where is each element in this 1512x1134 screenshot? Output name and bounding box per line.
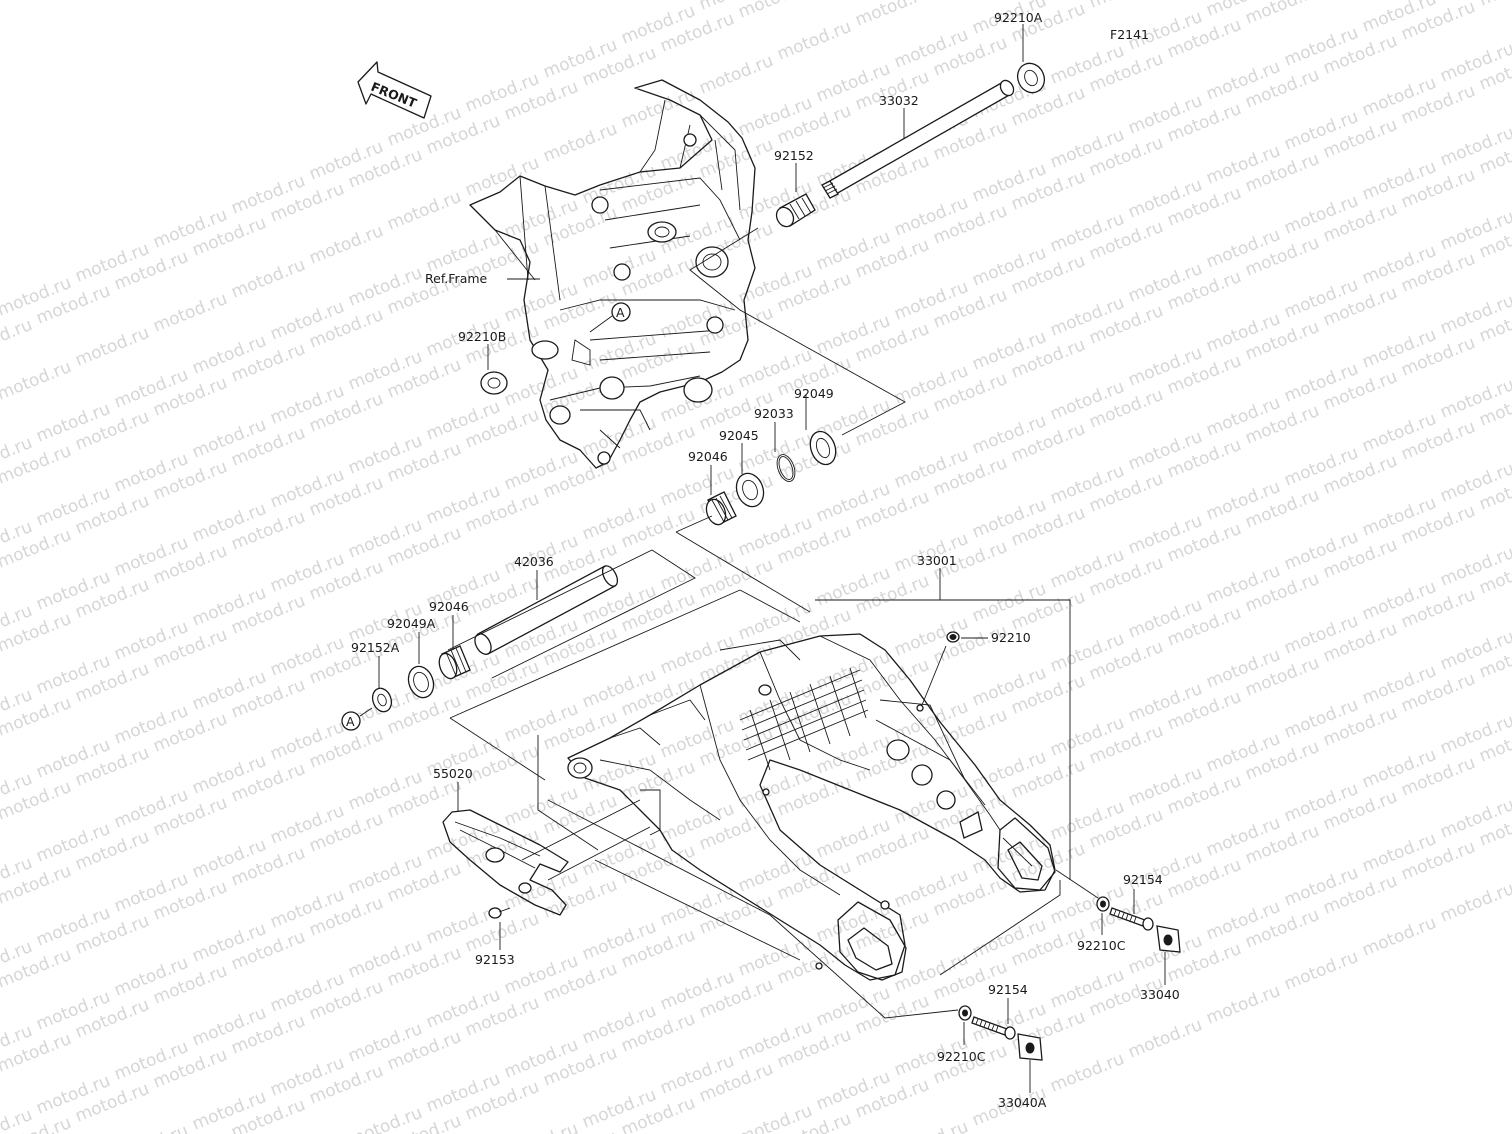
label-92154-right: 92154: [1123, 872, 1163, 887]
label-92210B: 92210B: [458, 329, 506, 344]
watermark-text: motod.ru: [384, 187, 464, 235]
block-33040: [1156, 925, 1181, 953]
nut-92210C-lower: [958, 1005, 972, 1021]
axle-slot-left: [837, 901, 907, 981]
sleeve-42036: [474, 565, 619, 655]
watermark-text: motod.ru: [1047, 1049, 1127, 1097]
front-arrow-icon: FRONT: [357, 61, 432, 119]
frame-drawing: [469, 79, 756, 469]
diagram-code: F2141: [1110, 27, 1149, 42]
watermark-text: motod.ru: [228, 255, 308, 303]
watermark-text: motod.ru: [150, 289, 230, 337]
ref-frame-label: Ref.Frame: [425, 271, 488, 286]
watermark-text: motod.ru: [1242, 0, 1322, 29]
watermark-text: motod.ru: [774, 17, 854, 65]
label-92152: 92152: [774, 148, 814, 163]
label-92153: 92153: [475, 952, 515, 967]
label-92049A: 92049A: [387, 616, 436, 631]
nut-92210A: [1016, 62, 1046, 94]
label-33040A: 33040A: [998, 1095, 1047, 1110]
pivot-shaft-33032: [821, 79, 1015, 199]
label-92046-lower: 92046: [429, 599, 469, 614]
watermark-text: motod.ru: [1086, 0, 1166, 13]
label-92210C-right: 92210C: [1077, 938, 1126, 953]
label-33040: 33040: [1140, 987, 1180, 1002]
part-number-labels: 92210A 33032 92152 92210B 92049 92033 92…: [351, 10, 1180, 1110]
callout-a-upper: A: [589, 302, 631, 333]
swingarm-mesh: [739, 667, 869, 771]
label-55020: 55020: [433, 766, 473, 781]
bolt-92154-right: [1109, 907, 1154, 931]
label-92045: 92045: [719, 428, 759, 443]
collar-92152: [775, 193, 816, 228]
label-92210A: 92210A: [994, 10, 1043, 25]
bearing-92046-upper: [705, 491, 737, 526]
axle-slot-right: [997, 817, 1056, 891]
nut-92210B: [480, 371, 508, 395]
block-33040A: [1017, 1033, 1043, 1061]
label-33001: 33001: [917, 553, 957, 568]
watermark-text: motod.ru: [696, 51, 776, 99]
seal-92049: [809, 430, 837, 466]
svg-text:A: A: [346, 714, 355, 729]
watermark-text: motod.ru: [0, 315, 35, 363]
label-92152A: 92152A: [351, 640, 400, 655]
nut-92210C-right: [1096, 896, 1110, 912]
watermark-text: motod.ru: [1203, 981, 1283, 1029]
watermark-text: motod.ru: [1125, 1015, 1205, 1063]
label-92154-lower: 92154: [988, 982, 1028, 997]
label-92049: 92049: [794, 386, 834, 401]
watermark-text: motod.ru: [735, 0, 815, 23]
watermark-text: motod.ru: [540, 119, 620, 167]
label-92210C-lower: 92210C: [937, 1049, 986, 1064]
bolt-92153: [488, 907, 511, 919]
bolt-92154-lower: [971, 1016, 1016, 1040]
watermark-text: motod.ru: [852, 0, 932, 31]
watermark-text: motod.ru: [1437, 879, 1512, 927]
front-arrow-label: FRONT: [369, 79, 419, 111]
label-92046-upper: 92046: [688, 449, 728, 464]
watermark-text: motod.ru: [111, 1121, 191, 1134]
collar-92152A: [371, 687, 393, 713]
watermark-text: motod.ru: [1476, 0, 1512, 11]
callout-a-lower: A: [341, 707, 373, 731]
watermark-text: motod.ru: [306, 221, 386, 269]
label-42036: 42036: [514, 554, 554, 569]
label-92033: 92033: [754, 406, 794, 421]
label-33032: 33032: [879, 93, 919, 108]
nut-92210: [946, 631, 960, 643]
watermark-text: motod.ru: [1359, 913, 1439, 961]
svg-text:A: A: [616, 305, 625, 320]
watermark-text: motod.ru: [501, 1119, 581, 1134]
seal-92049A: [407, 665, 435, 699]
bearing-92046-lower: [438, 645, 471, 680]
watermark-text: motod.ru: [72, 323, 152, 371]
circlip-92033: [776, 454, 796, 482]
watermark-text: motod.ru: [0, 357, 74, 405]
bearing-92045: [735, 472, 765, 508]
label-92210: 92210: [991, 630, 1031, 645]
watermark-text: motod.ru: [462, 153, 542, 201]
watermark-text: motod.ru: [891, 1117, 971, 1134]
chain-guard-55020: [442, 809, 569, 916]
watermark-text: motod.ru: [1281, 947, 1361, 995]
swingarm-33001: [567, 633, 1056, 981]
